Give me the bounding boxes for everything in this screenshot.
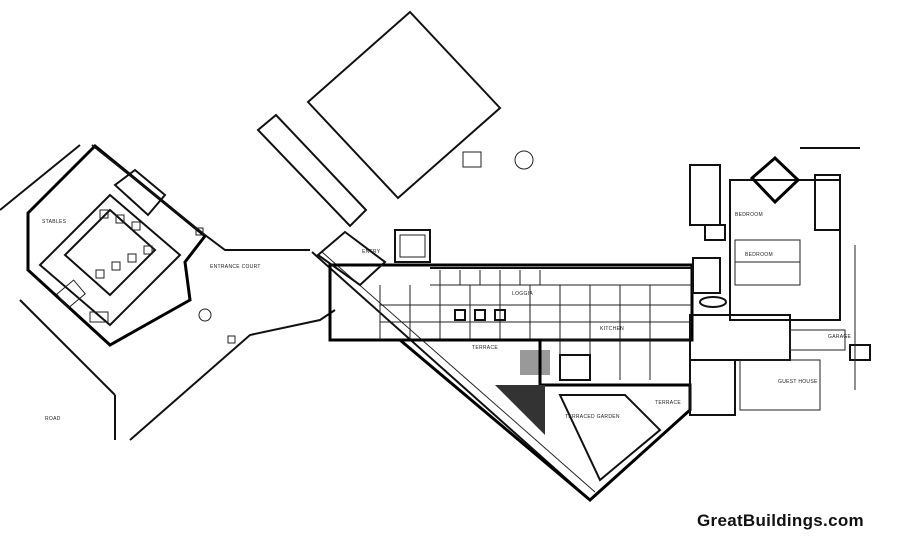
label-stables: STABLES	[42, 219, 67, 225]
outbuilding-large	[306, 10, 502, 200]
stables-building	[26, 143, 208, 347]
label-bedroom-2: BEDROOM	[735, 212, 763, 218]
site-lines	[0, 144, 596, 501]
main-house	[316, 229, 694, 386]
label-road: ROAD	[45, 416, 61, 422]
label-loggia: LOGGIA	[512, 291, 533, 297]
label-entrance-court: ENTRANCE COURT	[210, 264, 261, 270]
label-terrace-2: TERRACE	[655, 400, 681, 406]
label-bedroom: BEDROOM	[745, 252, 773, 258]
label-terrace: TERRACE	[472, 345, 498, 351]
east-wing	[689, 147, 871, 416]
label-guest-house: GUEST HOUSE	[778, 379, 818, 385]
watermark: GreatBuildings.com	[697, 511, 864, 530]
label-entry: ENTRY	[362, 249, 381, 255]
label-terraced-garden: TERRACED GARDEN	[565, 414, 620, 420]
round-marker	[514, 150, 534, 170]
outbuilding-narrow	[256, 113, 368, 228]
label-kitchen: KITCHEN	[600, 326, 624, 332]
square-marker	[462, 151, 482, 168]
label-garage: GARAGE	[828, 334, 852, 340]
